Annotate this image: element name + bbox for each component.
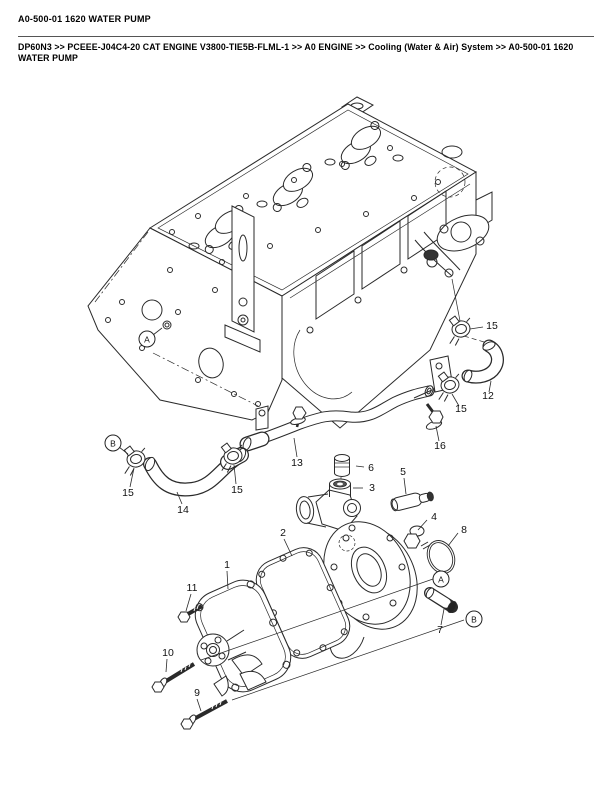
pin-7 xyxy=(424,587,458,613)
bolts xyxy=(151,604,228,730)
engine-block xyxy=(87,96,493,429)
pump-cover-1 xyxy=(194,579,292,697)
header-divider xyxy=(18,36,594,37)
thermostat-housing-3 xyxy=(295,454,361,532)
assembly-axis-lines xyxy=(200,578,465,701)
hose-stub-5 xyxy=(390,491,434,512)
breadcrumb: DP60N3 >> PCEEE-J04C4-20 CAT ENGINE V380… xyxy=(18,42,574,63)
page-title: A0-500-01 1620 WATER PUMP xyxy=(18,14,151,24)
o-ring-8 xyxy=(426,540,456,574)
leader-lines xyxy=(118,326,492,712)
water-pipe-13 xyxy=(239,355,454,452)
fitting-4 xyxy=(403,525,431,550)
hose-12 xyxy=(461,335,504,384)
ref-a-bolt xyxy=(164,322,170,328)
